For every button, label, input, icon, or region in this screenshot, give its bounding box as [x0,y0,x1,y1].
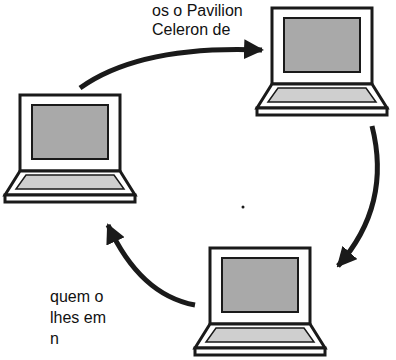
cycle-arrow [80,49,262,88]
speck [242,206,245,209]
text-fragment: n [50,330,59,348]
laptop-icon [5,95,135,202]
text-fragment: quem o [50,288,103,306]
cycle-arrow [338,126,377,266]
laptop-icon [257,8,387,115]
cycle-arrow [108,225,195,305]
text-fragment: lhes em [50,309,106,327]
text-fragment: Celeron de [152,21,230,39]
laptop-icon [195,248,325,355]
text-fragment: os o Pavilion [152,2,243,20]
